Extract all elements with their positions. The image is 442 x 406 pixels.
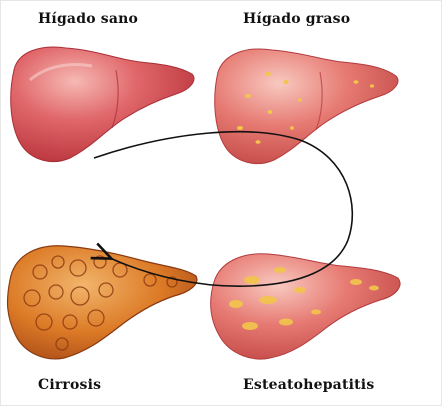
- label-healthy-liver: Hígado sano: [38, 11, 138, 27]
- fatty-liver-illustration: [215, 49, 398, 164]
- healthy-liver-illustration: [11, 47, 194, 162]
- label-fatty-liver: Hígado graso: [243, 11, 350, 27]
- label-steatohepatitis: Esteatohepatitis: [243, 377, 374, 393]
- label-cirrhosis: Cirrosis: [38, 377, 101, 393]
- steatohepatitis-liver-illustration: [211, 254, 400, 359]
- cirrhosis-liver-illustration: [8, 246, 197, 359]
